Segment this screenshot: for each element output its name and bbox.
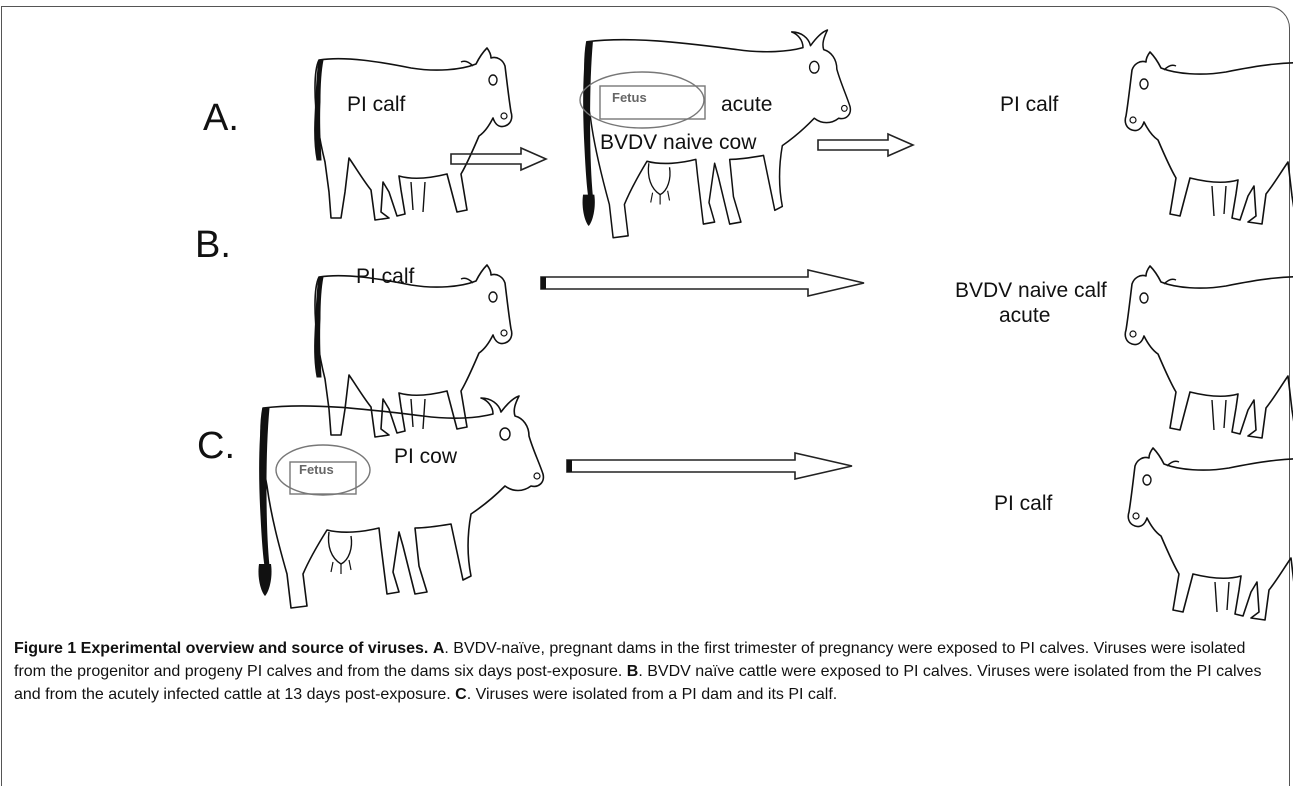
caption-c-letter: C: [455, 686, 467, 703]
row-c-label: C.: [197, 425, 235, 467]
caption-b-letter: B: [627, 663, 639, 680]
caption-a-letter: A: [433, 640, 445, 657]
row-a-naive-cow-label: BVDV naive cow: [600, 131, 757, 154]
row-a-arrow-2: [818, 134, 913, 156]
row-c-target-label: PI calf: [994, 492, 1053, 515]
caption-c-text: . Viruses were isolated from a PI dam an…: [467, 686, 838, 703]
row-c-arrow: [567, 453, 852, 479]
row-a-fetus-label: Fetus: [612, 90, 647, 105]
row-a-source-calf: [315, 48, 512, 220]
row-c-pi-cow: [258, 396, 543, 608]
row-c-pi-cow-label: PI cow: [394, 445, 458, 468]
row-b-target-calf: [1125, 266, 1293, 438]
row-c-fetus-label: Fetus: [299, 462, 334, 477]
row-a-progeny-calf: [1125, 52, 1293, 224]
row-b-acute-label: acute: [999, 304, 1050, 327]
row-b-source-label: PI calf: [356, 265, 415, 288]
row-a-acute-label: acute: [721, 93, 772, 116]
caption-title: Figure 1 Experimental overview and sourc…: [14, 640, 428, 657]
row-b-naive-calf-label: BVDV naive calf: [955, 279, 1107, 302]
row-a-target-label: PI calf: [1000, 93, 1059, 116]
figure-caption: Figure 1 Experimental overview and sourc…: [14, 637, 1279, 706]
experimental-diagram: A. PI calf Fetus acute BVDV naive cow PI…: [0, 0, 1293, 630]
row-c-pi-calf: [1128, 448, 1293, 620]
row-b-source-calf: [315, 265, 512, 437]
row-a-label: A.: [203, 97, 239, 139]
row-a-source-label: PI calf: [347, 93, 406, 116]
row-b-label: B.: [195, 224, 231, 266]
row-b-arrow: [541, 270, 864, 296]
